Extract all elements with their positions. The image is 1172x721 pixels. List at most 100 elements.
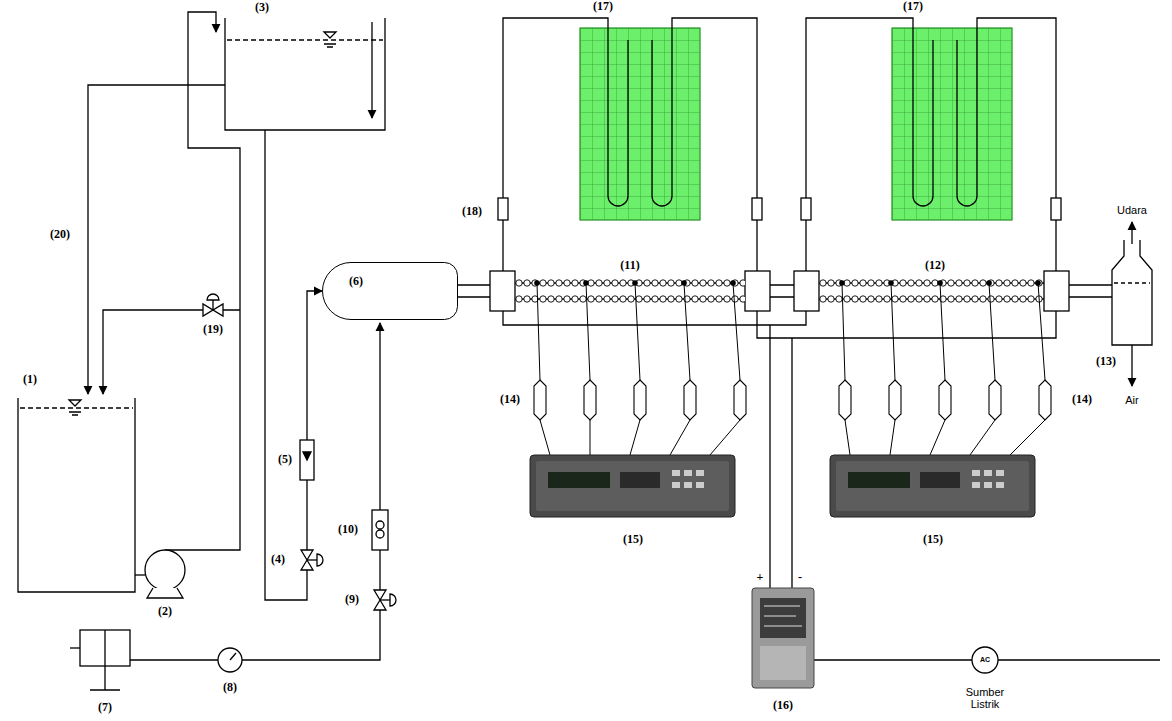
logger-button — [684, 470, 692, 476]
power-supply — [752, 588, 814, 688]
callout-number: (11) — [620, 259, 639, 272]
dots — [534, 280, 1041, 286]
piping — [18, 12, 1160, 690]
rotameter-float — [303, 452, 311, 460]
thermocouple-symbol — [634, 380, 646, 420]
compressor-stand — [90, 630, 120, 690]
flow-label: Air — [1125, 394, 1138, 406]
callout-number: (15) — [623, 533, 643, 546]
terminal-sign: + — [757, 571, 764, 584]
callout-number: (6) — [349, 274, 363, 289]
pump-base — [147, 588, 183, 598]
logger-display — [920, 472, 960, 488]
valve-handle — [317, 554, 323, 566]
supply-panel — [760, 598, 806, 638]
callout-number: (16) — [773, 699, 793, 712]
level-symbol — [324, 44, 336, 47]
thermocouple-symbol — [889, 380, 901, 420]
mixer-outlet — [458, 285, 490, 297]
manometer-tube — [806, 18, 933, 271]
thermocouple-wire — [537, 283, 740, 380]
logger-button — [696, 470, 704, 476]
logger-button — [972, 482, 980, 488]
logger-button — [672, 482, 680, 488]
thermocouple-point — [937, 280, 943, 286]
logger-button — [996, 470, 1004, 476]
valve-stem — [307, 559, 317, 560]
logger-button — [996, 482, 1004, 488]
terminal-sign: - — [798, 571, 802, 584]
thermocouple-point — [632, 280, 638, 286]
thermocouple-point — [534, 280, 540, 286]
callout-number: (1) — [23, 373, 37, 386]
source-label: AC — [980, 656, 990, 664]
pressure-tap — [498, 198, 508, 220]
flowmeter-symbol — [372, 510, 388, 550]
flowmeter-mark — [376, 530, 384, 538]
manometer-tube — [957, 18, 1056, 271]
intake-pipe — [70, 647, 80, 648]
flange — [490, 271, 515, 311]
logger-button — [984, 470, 992, 476]
separator — [1112, 240, 1152, 345]
heating-coil — [819, 279, 1044, 287]
logger-body — [830, 455, 1035, 517]
callout-number: (19) — [203, 323, 223, 336]
pressure-tap — [1051, 198, 1061, 220]
mixing-tank: (6) — [322, 262, 458, 320]
valve-stem — [380, 599, 390, 600]
valve-handle — [390, 594, 396, 606]
callout-number: (2) — [158, 605, 172, 618]
callout-number: (4) — [271, 553, 285, 566]
logger-display — [548, 472, 610, 488]
thermocouple-wire — [845, 420, 1045, 455]
water-level — [20, 407, 133, 408]
suction-pipe — [135, 574, 145, 575]
valve-handle — [207, 294, 219, 300]
manometer-tube — [652, 18, 757, 271]
logger-body — [530, 455, 735, 517]
logger-button — [672, 470, 680, 476]
return-pipe — [88, 85, 225, 394]
thermocouple-point — [888, 280, 894, 286]
delivery-pipe — [165, 12, 240, 550]
water-level — [1114, 282, 1150, 283]
logger-display — [620, 472, 660, 488]
callout-number: (5) — [278, 453, 292, 466]
valve-stem — [212, 300, 213, 310]
manometer-board — [580, 28, 700, 220]
callout-number: (7) — [98, 701, 112, 714]
callout-number: (17) — [593, 0, 613, 13]
logger-panel — [836, 461, 1029, 511]
callout-number: (15) — [923, 533, 943, 546]
thermocouple-point — [1035, 280, 1041, 286]
callout-number: (14) — [1072, 393, 1092, 406]
callout-number: (13) — [1096, 355, 1116, 368]
thermocouple-wire — [842, 283, 1045, 380]
rotameter-symbol — [300, 440, 314, 480]
callout-number: (18) — [462, 205, 482, 218]
data-logger — [830, 455, 1035, 517]
callout-number: (12) — [925, 259, 945, 272]
callout-number: (8) — [223, 681, 237, 694]
supply-cables — [764, 606, 802, 626]
level-symbol — [69, 400, 81, 406]
pressure-gauge — [218, 648, 242, 672]
thermocouple-symbol — [684, 380, 696, 420]
supply-base — [760, 646, 806, 680]
logger-button — [984, 482, 992, 488]
logger-button — [696, 482, 704, 488]
logger-button — [684, 482, 692, 488]
thermocouple-symbol — [989, 380, 1001, 420]
thermocouple-point — [986, 280, 992, 286]
water-level — [227, 39, 383, 40]
logger-button — [972, 470, 980, 476]
data-logger — [530, 455, 735, 517]
callout-number: (3) — [255, 1, 269, 14]
water-outlet — [1131, 345, 1132, 386]
heater-wire — [503, 311, 806, 325]
thermocouples — [534, 380, 1051, 420]
source-label: Sumber Listrik — [959, 686, 1011, 710]
